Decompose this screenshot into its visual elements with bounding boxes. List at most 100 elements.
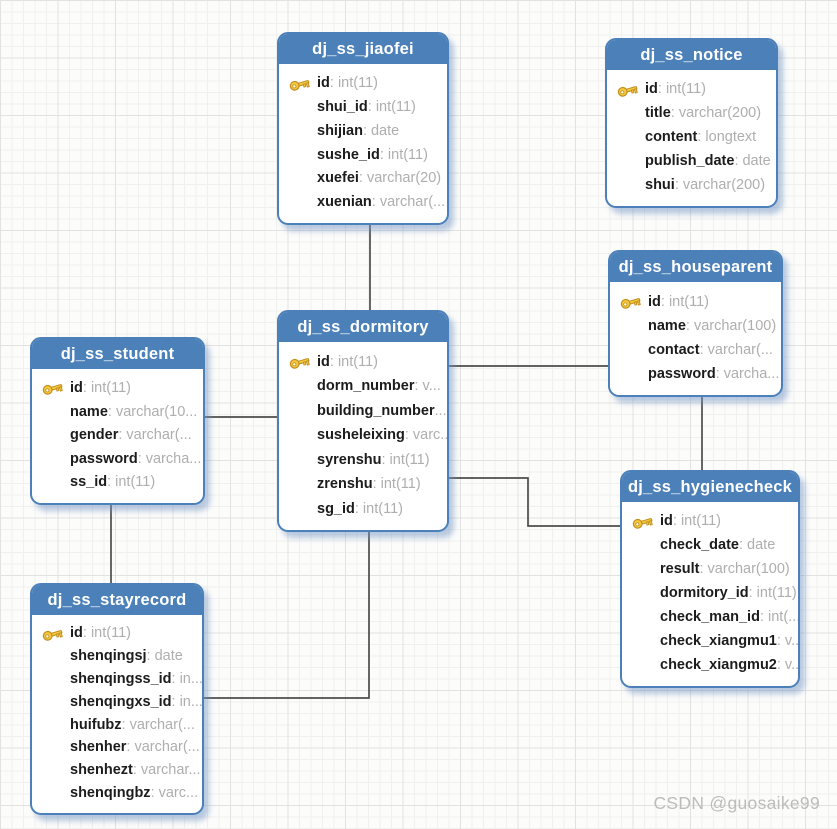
field-name: name (648, 318, 686, 334)
field-row-sg_id[interactable]: sg_id: int(11) (279, 502, 447, 517)
field-row-check_man_id[interactable]: check_man_id: int(... (622, 610, 798, 625)
field-name: xuefei (317, 171, 359, 186)
field-name: dormitory_id (660, 586, 749, 601)
field-name: publish_date (645, 154, 735, 169)
field-type: : in... (171, 694, 202, 710)
field-row-xuenian[interactable]: xuenian: varchar(... (279, 195, 447, 210)
field-type: : v... (776, 658, 798, 673)
field-name: check_xiangmu2 (660, 658, 777, 673)
field-row-sushe_id[interactable]: sushe_id: int(11) (279, 148, 447, 163)
field-row-password[interactable]: password: varcha... (32, 452, 203, 467)
field-row-check_date[interactable]: check_date: date (622, 538, 798, 553)
field-row-id[interactable]: id: int(11) (610, 295, 781, 310)
field-type: : varchar(... (121, 717, 195, 733)
field-row-password[interactable]: password: varcha... (610, 367, 781, 382)
field-row-zrenshu[interactable]: zrenshu: int(11) (279, 477, 447, 492)
field-row-building_number[interactable]: building_number... (279, 404, 447, 419)
field-type: : int(11) (672, 514, 721, 529)
field-row-shui_id[interactable]: shui_id: int(11) (279, 100, 447, 115)
field-type: : varchar(... (699, 342, 773, 358)
field-name: ss_id (70, 475, 108, 490)
field-type: : int(11) (329, 76, 378, 91)
field-row-shijian[interactable]: shijian: date (279, 124, 447, 139)
field-name: shui_id (317, 100, 368, 115)
field-row-id[interactable]: id: int(11) (607, 82, 776, 97)
field-name: susheleixing (317, 428, 405, 443)
field-name: password (648, 366, 716, 382)
field-row-shenqingsj[interactable]: shenqingsj: date (32, 649, 202, 664)
table-jiaofei[interactable]: dj_ss_jiaofei id: int(11)shui_id: int(11… (277, 32, 449, 225)
field-row-huifubz[interactable]: huifubz: varchar(... (32, 718, 202, 733)
field-name: shenqingxs_id (70, 694, 172, 710)
field-row-shenher[interactable]: shenher: varchar(... (32, 740, 202, 755)
table-notice[interactable]: dj_ss_notice id: int(11) title: varchar(2… (605, 38, 778, 208)
table-houseparent[interactable]: dj_ss_houseparent id: int(11)name: varch… (608, 250, 783, 397)
field-row-check_xiangmu2[interactable]: check_xiangmu2: v... (622, 658, 798, 673)
field-name: shijian (317, 123, 363, 139)
key-icon (632, 517, 653, 529)
field-type: : date (739, 538, 776, 553)
field-name: syrenshu (317, 452, 382, 468)
field-type: : varcha... (715, 366, 780, 382)
field-row-ss_id[interactable]: ss_id: int(11) (32, 475, 203, 490)
field-row-content[interactable]: content: longtext (607, 130, 776, 145)
table-fields: id: int(11) name: varchar(10... gender: va… (32, 369, 203, 503)
key-icon (289, 79, 310, 91)
field-row-syrenshu[interactable]: syrenshu: int(11) (279, 453, 447, 468)
field-row-gender[interactable]: gender: varchar(... (32, 428, 203, 443)
field-row-shenqingxs_id[interactable]: shenqingxs_id: in... (32, 695, 202, 710)
field-row-shenhezt[interactable]: shenhezt: varchar... (32, 763, 202, 778)
field-row-id[interactable]: id: int(11) (32, 626, 202, 641)
field-type: : varchar(... (371, 195, 446, 210)
field-type: : in... (171, 671, 202, 687)
table-dormitory[interactable]: dj_ss_dormitory id: int(11)dorm_number: … (277, 310, 449, 532)
field-row-name[interactable]: name: varchar(100) (610, 319, 781, 334)
field-type: : v... (776, 634, 798, 649)
field-name: building_number (317, 403, 435, 419)
field-type: : varchar(20) (358, 171, 442, 186)
field-name: result (660, 562, 700, 577)
table-title: dj_ss_notice (607, 40, 776, 70)
field-row-id[interactable]: id: int(11) (279, 355, 447, 370)
field-name: id (645, 82, 658, 97)
field-type: : varchar... (132, 763, 201, 778)
connection-stayrecord-dormitory[interactable] (203, 531, 370, 699)
field-name: id (660, 514, 673, 529)
table-title: dj_ss_jiaofei (279, 34, 447, 64)
field-row-title[interactable]: title: varchar(200) (607, 106, 776, 121)
field-row-result[interactable]: result: varchar(100) (622, 562, 798, 577)
table-title: dj_ss_houseparent (610, 252, 781, 282)
field-type: : int(11) (107, 475, 156, 490)
field-type: : int(11) (381, 452, 430, 468)
field-row-susheleixing[interactable]: susheleixing: varc... (279, 428, 447, 443)
field-row-id[interactable]: id: int(11) (622, 514, 798, 529)
table-fields: id: int(11) check_date: date result: varch… (622, 502, 798, 686)
connection-dormitory-hygienecheck[interactable] (448, 477, 621, 527)
field-row-shui[interactable]: shui: varchar(200) (607, 178, 776, 193)
field-row-shenqingss_id[interactable]: shenqingss_id: in... (32, 672, 202, 687)
watermark: CSDN @guosaike99 (653, 793, 820, 813)
field-name: shenqingsj (70, 649, 147, 664)
table-hygienecheck[interactable]: dj_ss_hygienecheck id: int(11)check_date… (620, 470, 800, 688)
key-icon (617, 85, 638, 97)
table-stayrecord[interactable]: dj_ss_stayrecord id: int(11)shenqingsj: … (30, 583, 204, 815)
field-name: id (648, 294, 661, 310)
field-row-contact[interactable]: contact: varchar(... (610, 343, 781, 358)
field-row-xuefei[interactable]: xuefei: varchar(20) (279, 171, 447, 186)
field-row-shenqingbz[interactable]: shenqingbz: varc... (32, 786, 202, 801)
key-icon (42, 384, 63, 396)
field-type: : varc... (150, 786, 199, 801)
field-row-dormitory_id[interactable]: dormitory_id: int(11) (622, 586, 798, 601)
field-row-dorm_number[interactable]: dorm_number: v... (279, 379, 447, 394)
field-type: : int(11) (372, 477, 421, 492)
field-row-id[interactable]: id: int(11) (32, 381, 203, 396)
field-row-id[interactable]: id: int(11) (279, 76, 447, 91)
field-name: check_man_id (660, 610, 760, 625)
field-name: dorm_number (317, 379, 415, 394)
field-row-publish_date[interactable]: publish_date: date (607, 154, 776, 169)
field-row-check_xiangmu1[interactable]: check_xiangmu1: v... (622, 634, 798, 649)
table-student[interactable]: dj_ss_student id: int(11)name: varchar(1… (30, 337, 205, 505)
field-row-name[interactable]: name: varchar(10... (32, 405, 203, 420)
table-fields: id: int(11) name: varchar(100) contact: va… (610, 282, 781, 395)
